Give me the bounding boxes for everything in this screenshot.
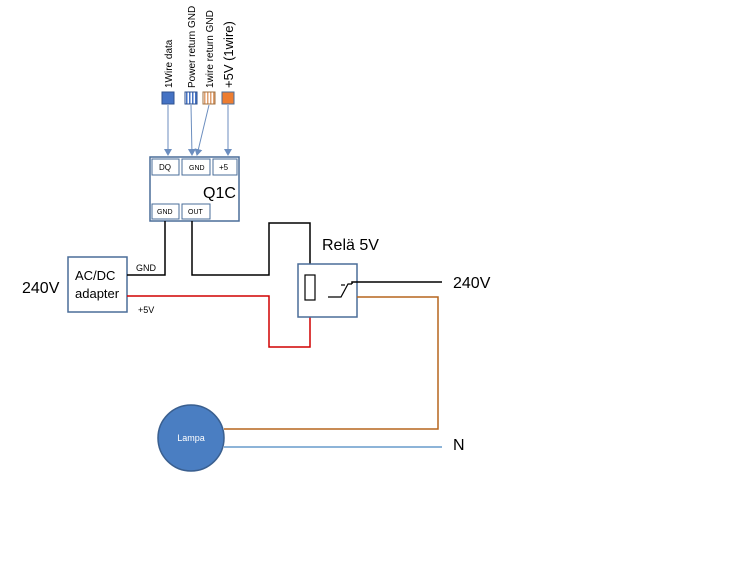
adapter-line1: AC/DC: [75, 268, 115, 283]
wire-mains-line: [351, 281, 442, 284]
arrow-wire-gnd-to-gnd: [194, 104, 210, 156]
mains-voltage-label: 240V: [453, 275, 491, 292]
adapter-line2: adapter: [75, 286, 120, 301]
wire-out-to-relay: [191, 221, 311, 276]
wire-gnd: [127, 221, 166, 276]
adapter-input-voltage: 240V: [22, 280, 60, 297]
neutral-label: N: [453, 437, 465, 454]
q1c-title: Q1C: [203, 185, 236, 202]
q1c-pin-dq-box: [151, 158, 180, 176]
adapter-plus5-label: +5V: [138, 305, 154, 315]
label-1wire-data: 1Wire data: [164, 39, 175, 88]
connector-power-gnd-square: [184, 91, 198, 105]
connector-wire-gnd-square: [202, 91, 216, 105]
label-1wire-return-gnd: 1wire return GND: [205, 10, 216, 88]
acdc-adapter-box: [67, 256, 128, 313]
q1c-pin-gnd-bottom-box: [151, 203, 180, 220]
relay-label: Relä 5V: [322, 237, 379, 254]
lamp-label: Lampa: [177, 433, 205, 443]
q1c-pin-gnd-box: [181, 158, 211, 176]
q1c-pin-plus5-label: +5: [219, 163, 229, 172]
q1c-pin-dq-label: DQ: [159, 163, 171, 172]
arrow-power-gnd-to-gnd: [187, 104, 196, 156]
lamp-circle: [157, 404, 225, 472]
connector-plus5-square: [221, 91, 235, 105]
q1c-pin-plus5-box: [212, 158, 238, 176]
q1c-pin-gnd-label: GND: [189, 165, 205, 172]
q1c-pin-out-box: [181, 203, 211, 220]
label-plus5-1wire: +5V (1wire): [221, 21, 236, 88]
label-power-return-gnd: Power return GND: [187, 6, 198, 88]
relay-coil: [304, 274, 316, 301]
q1c-pin-gnd-bottom-label: GND: [157, 209, 173, 216]
wire-plus5-red: [127, 295, 311, 348]
relay-switch-contact: [328, 283, 352, 298]
connector-data-square: [161, 91, 175, 105]
wire-brown-to-lamp: [224, 296, 439, 430]
q1c-pin-out-label: OUT: [188, 209, 204, 216]
adapter-gnd-label: GND: [136, 263, 157, 273]
